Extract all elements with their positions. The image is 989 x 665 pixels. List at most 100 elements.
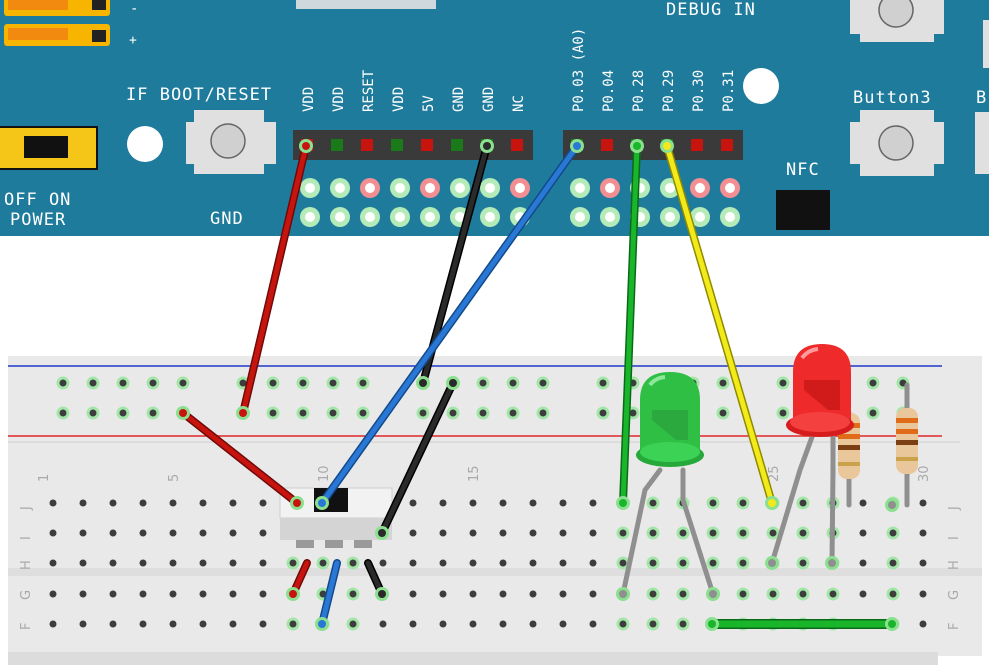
terminal-hole (139, 499, 147, 507)
button3[interactable] (850, 110, 944, 176)
board-hole-center (725, 212, 735, 222)
if-boot-reset-label: IF BOOT/RESET (126, 85, 272, 105)
col-number-1: 1 (37, 474, 52, 482)
board-hole-center (425, 183, 435, 193)
terminal-hole (439, 590, 447, 598)
header-pin (601, 139, 613, 151)
terminal-hole (589, 529, 597, 537)
board-hole-center (665, 183, 675, 193)
terminal-hole (169, 559, 177, 567)
board-hole-center (455, 183, 465, 193)
terminal-hole (109, 559, 117, 567)
terminal-hole (169, 590, 177, 598)
wire-end-core (293, 499, 301, 507)
wire-end-core (483, 142, 491, 150)
wire-blue-switch-leg[interactable] (318, 559, 341, 628)
terminal-hole (739, 590, 747, 598)
terminal-hole (199, 620, 207, 628)
rail-hole-center (179, 379, 187, 387)
terminal-hole (49, 499, 57, 507)
terminal-hole (169, 529, 177, 537)
board-hole-center (725, 183, 735, 193)
terminal-hole (499, 499, 507, 507)
terminal-hole (529, 620, 537, 628)
rail-hole-center (479, 379, 487, 387)
pin-label-p031: P0.31 (721, 70, 737, 112)
terminal-hole (289, 559, 297, 567)
row-letter-g: G (19, 590, 34, 600)
terminal-hole (109, 620, 117, 628)
terminal-hole (589, 620, 597, 628)
row-letter-h: H (19, 560, 34, 570)
nfc-connector (776, 190, 830, 230)
terminal-hole (259, 620, 267, 628)
green-led-leg-cathode (620, 467, 663, 597)
rail-hole-center (269, 379, 277, 387)
pin-label-nc: NC (511, 95, 527, 112)
terminal-hole (259, 590, 267, 598)
terminal-hole (349, 620, 357, 628)
rail-hole-center (599, 379, 607, 387)
terminal-hole (559, 529, 567, 537)
terminal-hole (79, 559, 87, 567)
terminal-hole (859, 529, 867, 537)
wire-end-core (663, 142, 671, 150)
terminal-hole (619, 620, 627, 628)
board-hole-center (575, 183, 585, 193)
header-left (293, 130, 533, 160)
pin-label-gnd-2: GND (481, 87, 497, 112)
wire-end-core (318, 499, 326, 507)
wire-green-p028[interactable] (619, 142, 641, 507)
pcb (0, 0, 989, 236)
dev-board: - + DEBUG IN OFF ON POWER IF BOOT/RESET … (0, 0, 989, 236)
wire-end-core (318, 620, 326, 628)
board-hole-center (515, 183, 525, 193)
terminal-hole (679, 620, 687, 628)
row-letter-g-right: G (947, 590, 962, 600)
row-letter-f: F (19, 623, 34, 630)
rail-hole-center (269, 409, 277, 417)
terminal-hole (469, 559, 477, 567)
wire-end-core (619, 499, 627, 507)
row-letter-i-right: I (947, 536, 962, 540)
row-letter-i: I (19, 536, 34, 540)
red-led-leg-anode (829, 434, 836, 566)
terminal-hole (439, 499, 447, 507)
terminal-hole (889, 590, 897, 598)
rail-hole-center (539, 379, 547, 387)
terminal-hole (559, 590, 567, 598)
pin-label-vdd-3: VDD (391, 87, 407, 112)
wire-end-core (289, 590, 297, 598)
terminal-hole (859, 559, 867, 567)
board-hole-center (335, 212, 345, 222)
if-boot-reset-button[interactable] (186, 110, 276, 174)
terminal-hole (829, 590, 837, 598)
pin-label-reset: RESET (361, 69, 377, 112)
power-switch[interactable] (0, 126, 98, 170)
terminal-hole (229, 499, 237, 507)
header-pin (721, 139, 733, 151)
terminal-hole (739, 559, 747, 567)
switch-knob[interactable] (24, 136, 68, 158)
terminal-hole (439, 529, 447, 537)
pin-label-p003: P0.03 (A0) (571, 28, 587, 112)
terminal-hole (919, 620, 927, 628)
terminal-hole (139, 559, 147, 567)
top-button[interactable] (850, 0, 944, 42)
terminal-hole (229, 529, 237, 537)
terminal-hole (349, 590, 357, 598)
rail-hole-center (719, 409, 727, 417)
terminal-hole (169, 620, 177, 628)
wire-yellow-p029[interactable] (663, 142, 776, 507)
wire-red-switch[interactable] (179, 409, 301, 507)
wire-blue-a0[interactable] (318, 142, 581, 507)
board-hole-center (365, 183, 375, 193)
terminal-hole (169, 499, 177, 507)
resistor-2 (896, 408, 918, 474)
wire-red-vdd[interactable] (239, 142, 310, 417)
wire-black-switch[interactable] (378, 379, 457, 537)
row-letter-j: J (19, 506, 34, 511)
terminal-hole (229, 590, 237, 598)
wires (179, 142, 897, 629)
terminal-hole (919, 559, 927, 567)
